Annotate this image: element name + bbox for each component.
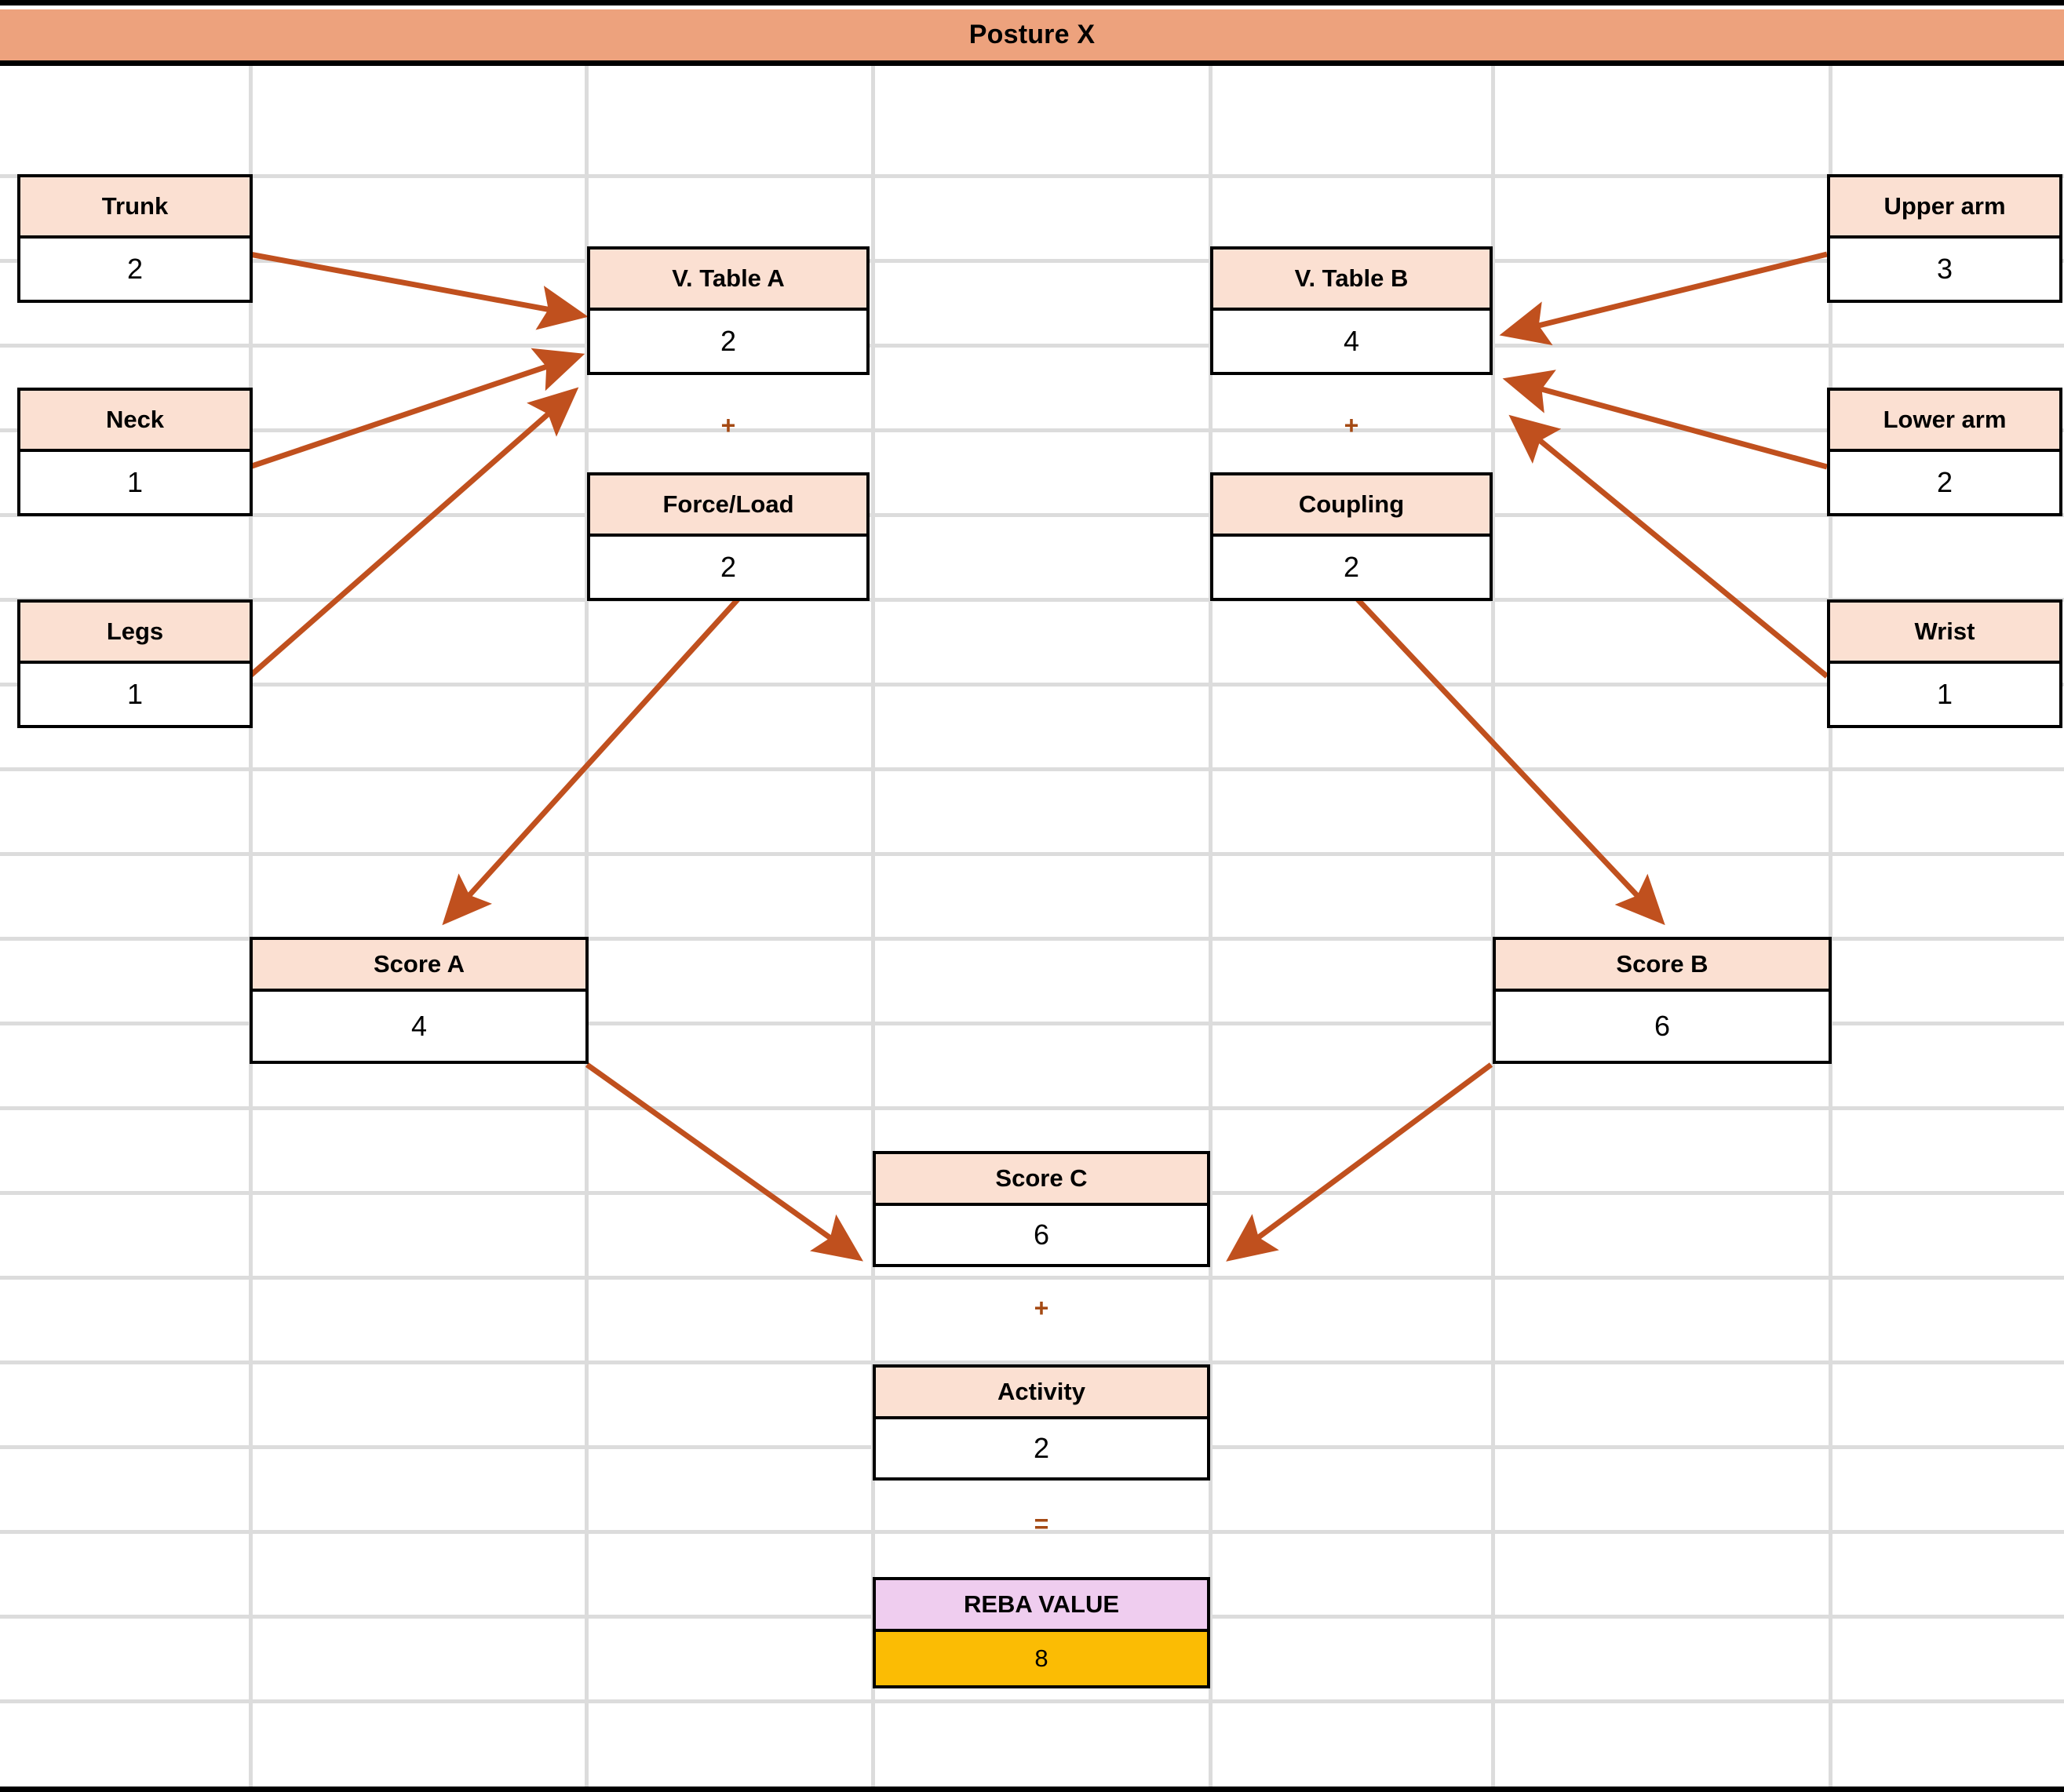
node-score-b[interactable]: Score B 6 xyxy=(1493,937,1832,1064)
arrow-legs-to-table-a xyxy=(247,387,579,679)
node-score-b-label: Score B xyxy=(1493,937,1832,992)
gridline-horizontal xyxy=(0,428,2064,432)
node-trunk-label: Trunk xyxy=(17,174,253,239)
node-table-b[interactable]: V. Table B 4 xyxy=(1210,246,1493,375)
operator-plus-a: + xyxy=(720,410,736,439)
arrow-upper-arm-to-table-b xyxy=(1499,251,1828,346)
node-wrist-value[interactable]: 1 xyxy=(1827,664,2062,728)
node-reba-result[interactable]: 8 xyxy=(873,1632,1210,1688)
node-table-a-value[interactable]: 2 xyxy=(587,311,870,375)
node-coupling-label: Coupling xyxy=(1210,472,1493,537)
gridline-horizontal xyxy=(0,1530,2064,1534)
gridline-horizontal xyxy=(0,683,2064,687)
arrow-force-load-to-score-a xyxy=(442,597,740,926)
node-legs[interactable]: Legs 1 xyxy=(17,599,253,728)
arrow-score-b-to-score-c xyxy=(1226,1062,1493,1262)
arrow-score-a-to-score-c xyxy=(585,1062,863,1262)
gridline-vertical xyxy=(1209,66,1213,1787)
page-title-banner: Posture X xyxy=(0,9,2064,66)
node-activity-value[interactable]: 2 xyxy=(873,1419,1210,1481)
node-table-a-label: V. Table A xyxy=(587,246,870,311)
page-title: Posture X xyxy=(968,20,1096,49)
node-neck-label: Neck xyxy=(17,388,253,452)
gridline-horizontal xyxy=(0,259,2064,263)
node-trunk[interactable]: Trunk 2 xyxy=(17,174,253,303)
gridline-horizontal xyxy=(0,598,2064,602)
node-legs-value[interactable]: 1 xyxy=(17,664,253,728)
node-trunk-value[interactable]: 2 xyxy=(17,239,253,303)
gridline-horizontal xyxy=(0,1106,2064,1110)
gridline-horizontal xyxy=(0,767,2064,771)
node-lower-arm[interactable]: Lower arm 2 xyxy=(1827,388,2062,516)
node-force-load-value[interactable]: 2 xyxy=(587,537,870,601)
node-activity-label: Activity xyxy=(873,1364,1210,1419)
node-legs-label: Legs xyxy=(17,599,253,664)
node-activity[interactable]: Activity 2 xyxy=(873,1364,1210,1481)
arrow-neck-to-table-a xyxy=(248,348,585,470)
node-table-a[interactable]: V. Table A 2 xyxy=(587,246,870,375)
node-neck[interactable]: Neck 1 xyxy=(17,388,253,516)
node-coupling[interactable]: Coupling 2 xyxy=(1210,472,1493,601)
gridline-horizontal xyxy=(0,1276,2064,1280)
operator-equals: = xyxy=(1034,1509,1049,1538)
node-reba-label: REBA VALUE xyxy=(873,1577,1210,1632)
arrow-trunk-to-table-a xyxy=(249,251,589,330)
gridline-vertical xyxy=(871,66,875,1787)
gridline-horizontal xyxy=(0,513,2064,517)
node-upper-arm[interactable]: Upper arm 3 xyxy=(1827,174,2062,303)
operator-plus-b: + xyxy=(1344,410,1359,439)
arrow-wrist-to-table-b xyxy=(1508,414,1829,679)
node-score-a[interactable]: Score A 4 xyxy=(250,937,589,1064)
node-lower-arm-value[interactable]: 2 xyxy=(1827,452,2062,516)
node-force-load-label: Force/Load xyxy=(587,472,870,537)
node-wrist-label: Wrist xyxy=(1827,599,2062,664)
node-table-b-value[interactable]: 4 xyxy=(1210,311,1493,375)
node-score-c-label: Score C xyxy=(873,1151,1210,1206)
gridline-horizontal xyxy=(0,344,2064,348)
arrow-coupling-to-score-b xyxy=(1355,597,1665,926)
node-score-a-label: Score A xyxy=(250,937,589,992)
node-score-c-value[interactable]: 6 xyxy=(873,1206,1210,1267)
node-force-load[interactable]: Force/Load 2 xyxy=(587,472,870,601)
gridline-vertical xyxy=(1491,66,1495,1787)
gridline-horizontal xyxy=(0,1022,2064,1025)
node-coupling-value[interactable]: 2 xyxy=(1210,537,1493,601)
node-score-c[interactable]: Score C 6 xyxy=(873,1151,1210,1267)
node-lower-arm-label: Lower arm xyxy=(1827,388,2062,452)
gridline-horizontal xyxy=(0,852,2064,856)
node-neck-value[interactable]: 1 xyxy=(17,452,253,516)
gridline-horizontal xyxy=(0,174,2064,178)
node-score-a-value[interactable]: 4 xyxy=(250,992,589,1064)
gridline-horizontal xyxy=(0,937,2064,941)
gridline-horizontal xyxy=(0,1699,2064,1703)
gridline-vertical xyxy=(585,66,589,1787)
node-table-b-label: V. Table B xyxy=(1210,246,1493,311)
operator-plus-c: + xyxy=(1034,1293,1049,1322)
arrow-lower-arm-to-table-b xyxy=(1502,370,1828,470)
gridline-vertical xyxy=(1829,66,1832,1787)
node-reba-value[interactable]: REBA VALUE 8 xyxy=(873,1577,1210,1688)
node-wrist[interactable]: Wrist 1 xyxy=(1827,599,2062,728)
node-score-b-value[interactable]: 6 xyxy=(1493,992,1832,1064)
gridline-vertical xyxy=(249,66,253,1787)
node-upper-arm-value[interactable]: 3 xyxy=(1827,239,2062,303)
gridline-horizontal xyxy=(0,1360,2064,1364)
node-upper-arm-label: Upper arm xyxy=(1827,174,2062,239)
